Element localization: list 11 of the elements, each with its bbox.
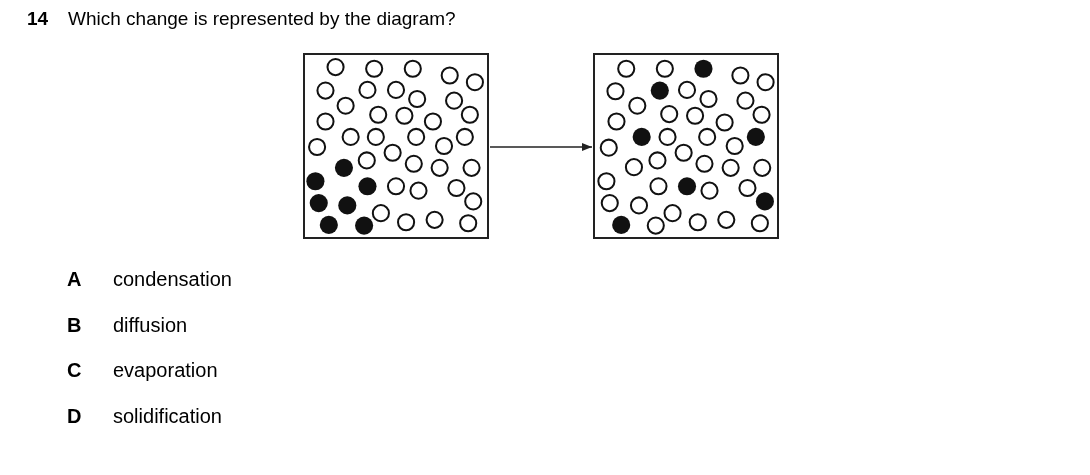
option-text: solidification: [113, 404, 222, 428]
option-letter: D: [67, 404, 82, 428]
option-text: evaporation: [113, 359, 218, 382]
question-text: Which change is represented by the diagram?: [68, 8, 456, 30]
question-number: 14: [27, 8, 49, 30]
arrow: [489, 143, 593, 151]
option-text: diffusion: [113, 313, 188, 337]
option-letter: B: [67, 313, 82, 337]
option-letter: C: [67, 359, 82, 382]
option-letter: A: [67, 268, 82, 291]
option-text: condensation: [113, 268, 232, 291]
